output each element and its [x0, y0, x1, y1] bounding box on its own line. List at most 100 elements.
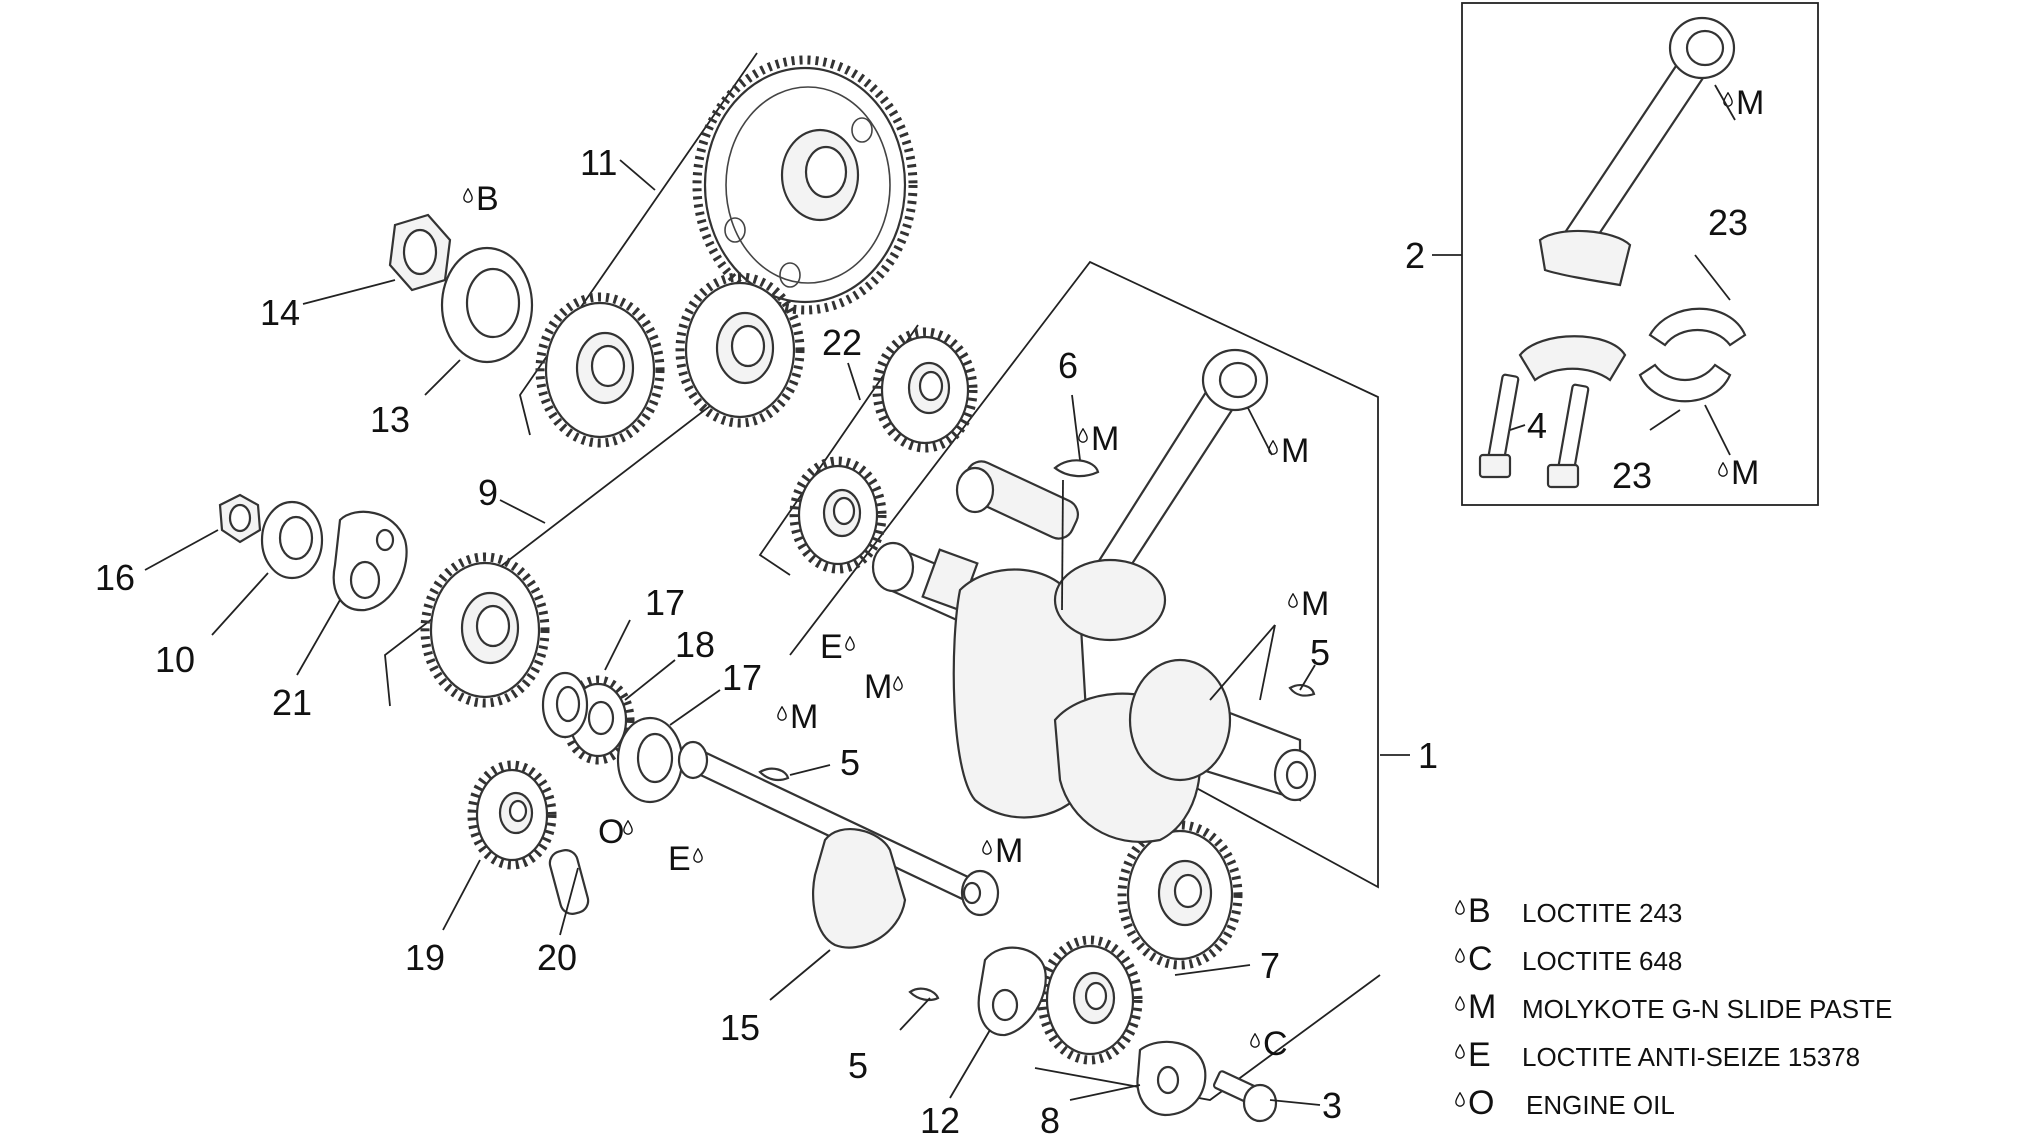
- bracket-11: [519, 52, 758, 436]
- svg-text:C: C: [1263, 1025, 1288, 1063]
- leader-m-crank-b: [1259, 624, 1276, 701]
- gear-upper-left: [535, 292, 665, 448]
- leader-5b: [899, 997, 931, 1031]
- leader-11: [619, 159, 656, 191]
- leader-m-conrod: [1247, 407, 1273, 456]
- svg-text:C: C: [1468, 940, 1493, 978]
- leader-17a: [604, 619, 631, 671]
- callout-23-top: 23: [1708, 202, 1748, 243]
- plate-12: [977, 946, 1047, 1037]
- svg-text:E: E: [668, 840, 691, 878]
- key-5-shaft: [758, 767, 790, 782]
- legend-row-c: C LOCTITE 648: [1455, 940, 1682, 978]
- callout-8: 8: [1040, 1100, 1060, 1136]
- bracket-9: [384, 369, 758, 707]
- crankshaft-1: [871, 541, 1317, 843]
- washer-13: [440, 246, 534, 364]
- legend: B LOCTITE 243 C LOCTITE 648 M MOLYKOTE G…: [1455, 892, 1892, 1122]
- leader-5c: [1299, 664, 1316, 691]
- svg-text:LOCTITE 243: LOCTITE 243: [1522, 898, 1682, 928]
- svg-text:M: M: [1468, 988, 1496, 1026]
- legend-row-o: O ENGINE OIL: [1455, 1084, 1675, 1122]
- svg-text:M: M: [790, 698, 818, 736]
- balance-shaft-15: [677, 740, 1000, 949]
- code-marker-m-bearing: M: [1718, 454, 1759, 492]
- leader-8: [1069, 1084, 1141, 1101]
- nut-16: [218, 493, 262, 544]
- plate-21: [332, 510, 408, 612]
- callout-21: 21: [272, 682, 312, 723]
- svg-text:LOCTITE 648: LOCTITE 648: [1522, 946, 1682, 976]
- svg-text:LOCTITE ANTI-SEIZE 15378: LOCTITE ANTI-SEIZE 15378: [1522, 1042, 1860, 1072]
- svg-text:M: M: [1301, 585, 1329, 623]
- svg-text:E: E: [1468, 1036, 1491, 1074]
- svg-text:M: M: [1281, 432, 1309, 470]
- svg-text:O: O: [598, 813, 624, 851]
- callout-10: 10: [155, 639, 195, 680]
- svg-text:M: M: [995, 832, 1023, 870]
- callout-5-lower: 5: [848, 1045, 868, 1086]
- code-marker-m-crank-left: M: [864, 668, 903, 706]
- crankshaft-bracket: [789, 260, 1379, 889]
- washer-17a: [541, 671, 589, 739]
- callout-17-top: 17: [645, 582, 685, 623]
- callout-5-crank: 5: [1310, 632, 1330, 673]
- leader-14: [302, 279, 396, 305]
- leader-9: [499, 499, 546, 524]
- callout-3: 3: [1322, 1085, 1342, 1126]
- leader-3: [1269, 1099, 1321, 1106]
- callout-18: 18: [675, 624, 715, 665]
- conrod-inset: [1538, 16, 1736, 287]
- leader-23a: [1694, 254, 1731, 301]
- code-marker-o: O: [598, 813, 633, 851]
- conrod-cap: [1518, 335, 1627, 382]
- bracket-22: [758, 324, 919, 576]
- svg-text:MOLYKOTE G-N SLIDE PASTE: MOLYKOTE G-N SLIDE PASTE: [1522, 994, 1892, 1024]
- gear-22-lower: [789, 456, 887, 574]
- bracket-7: [1034, 974, 1381, 1101]
- leader-6: [1071, 394, 1081, 461]
- leader-17b: [669, 689, 721, 726]
- svg-text:ENGINE OIL: ENGINE OIL: [1526, 1090, 1675, 1120]
- leader-m-conrod-inset: [1714, 84, 1736, 121]
- callout-9: 9: [478, 472, 498, 513]
- leader-12: [949, 1029, 991, 1099]
- code-marker-m-shaft-end: M: [982, 832, 1023, 870]
- callout-20: 20: [537, 937, 577, 978]
- gear-9-upper: [675, 272, 805, 428]
- gear-7-upper: [1117, 820, 1243, 970]
- legend-row-m: M MOLYKOTE G-N SLIDE PASTE: [1455, 988, 1892, 1026]
- callout-7: 7: [1260, 945, 1280, 986]
- leader-m-bearing: [1704, 404, 1731, 456]
- svg-text:E: E: [820, 628, 843, 666]
- callout-23-bottom: 23: [1612, 455, 1652, 496]
- callout-5-shaft: 5: [840, 742, 860, 783]
- leader-13: [424, 359, 461, 396]
- callout-13: 13: [370, 399, 410, 440]
- code-marker-m-crank-right: M: [1288, 585, 1329, 623]
- callout-16: 16: [95, 557, 135, 598]
- code-marker-m-conrod-inset: M: [1723, 84, 1764, 122]
- leader-5a: [789, 764, 831, 776]
- svg-text:O: O: [1468, 1084, 1494, 1122]
- svg-text:B: B: [1468, 892, 1491, 930]
- leader-16: [144, 529, 219, 571]
- callout-22: 22: [822, 322, 862, 363]
- svg-text:M: M: [1091, 420, 1119, 458]
- leader-m-crank-a: [1209, 624, 1276, 701]
- callout-19: 19: [405, 937, 445, 978]
- callout-4: 4: [1527, 405, 1547, 446]
- washer-10: [260, 500, 324, 580]
- code-marker-e-shaft: E: [668, 840, 703, 878]
- conrod-inset-frame: [1461, 2, 1819, 506]
- washer-17b: [616, 716, 684, 804]
- nut-14: [388, 213, 452, 292]
- leader-22: [847, 362, 861, 401]
- key-6: [1053, 459, 1100, 478]
- svg-text:M: M: [864, 668, 892, 706]
- callout-1: 1: [1418, 735, 1438, 776]
- pin-20: [548, 849, 590, 915]
- gear-7-lower: [1037, 935, 1143, 1065]
- leader-m-key6: [1061, 479, 1064, 611]
- leader-15: [769, 949, 831, 1001]
